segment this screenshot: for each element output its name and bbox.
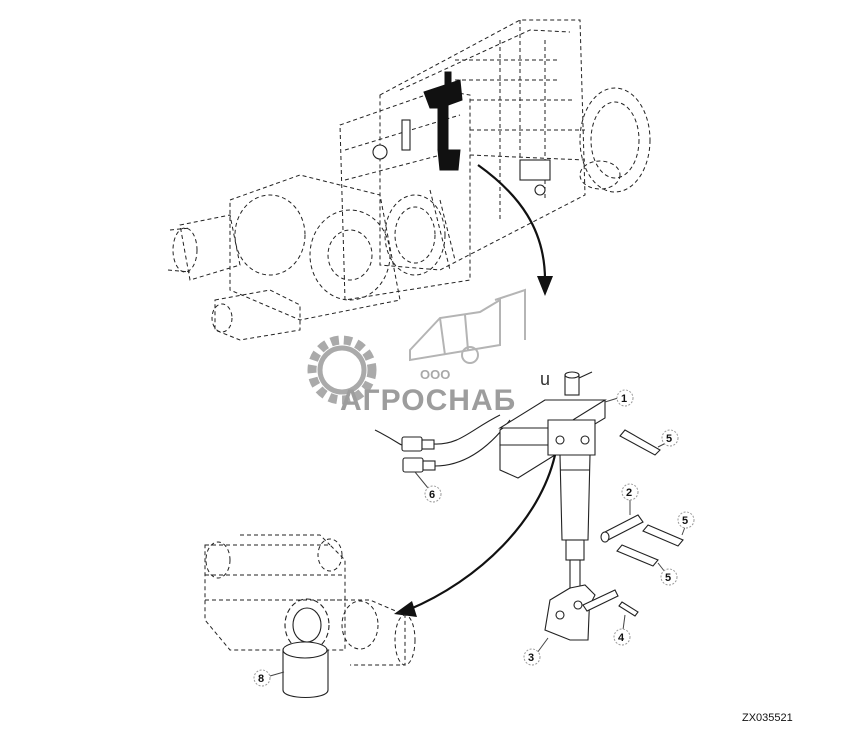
solenoid-assembly — [498, 371, 619, 641]
orphan-letter: u — [540, 369, 550, 389]
arrow-to-detail-view — [477, 164, 553, 296]
callout-5a: 5 — [666, 433, 672, 445]
callouts: 1 2 3 4 5 5 5 6 8 — [253, 389, 695, 687]
wiring-harness-connectors — [374, 414, 511, 473]
oil-filter — [282, 641, 329, 698]
cotter-pin-5b — [642, 524, 684, 547]
small-pin-4 — [618, 601, 639, 617]
cotter-pin-5c — [616, 544, 659, 567]
callout-3: 3 — [528, 652, 534, 664]
callout-1: 1 — [621, 393, 627, 405]
watermark-harvester-icon — [409, 288, 526, 364]
arrow-to-pump-view — [394, 454, 557, 617]
callout-5c: 5 — [665, 572, 671, 584]
watermark-brand-text: АГРОСНАБ — [340, 384, 516, 417]
pins-and-cotter-pins — [600, 429, 684, 617]
cotter-pin-5a — [619, 429, 661, 456]
reference-code: ZX035521 — [742, 712, 793, 724]
watermark-gear-icon — [307, 335, 377, 405]
watermark-small-text: ООО — [420, 367, 450, 382]
callout-5b: 5 — [682, 515, 688, 527]
pump-housing-outline — [204, 534, 416, 666]
watermark-logo: ООО АГРОСНАБ — [307, 288, 526, 417]
callout-4: 4 — [618, 632, 625, 644]
solenoid-location-highlight — [423, 71, 463, 171]
callout-2: 2 — [626, 487, 632, 499]
transmission-assembly-outline — [167, 19, 651, 341]
callout-8: 8 — [258, 673, 264, 685]
callout-6: 6 — [429, 489, 435, 501]
